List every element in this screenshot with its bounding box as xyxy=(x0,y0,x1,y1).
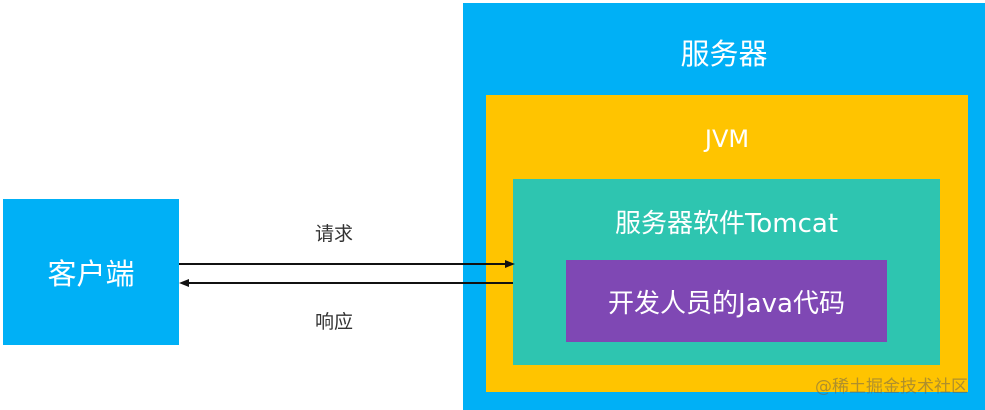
response-arrow xyxy=(179,279,513,287)
jvm-label: JVM xyxy=(704,125,750,153)
response-label: 响应 xyxy=(315,311,354,333)
server-label: 服务器 xyxy=(680,37,768,71)
client-label: 客户端 xyxy=(47,257,135,291)
request-label: 请求 xyxy=(315,223,354,245)
client-box: 客户端 xyxy=(3,199,179,345)
developer-code-box: 开发人员的Java代码 xyxy=(566,260,887,342)
developer-code-label: 开发人员的Java代码 xyxy=(608,288,845,319)
tomcat-label: 服务器软件Tomcat xyxy=(614,209,839,239)
request-arrow xyxy=(179,260,515,268)
watermark: @稀土掘金技术社区 xyxy=(815,377,968,397)
